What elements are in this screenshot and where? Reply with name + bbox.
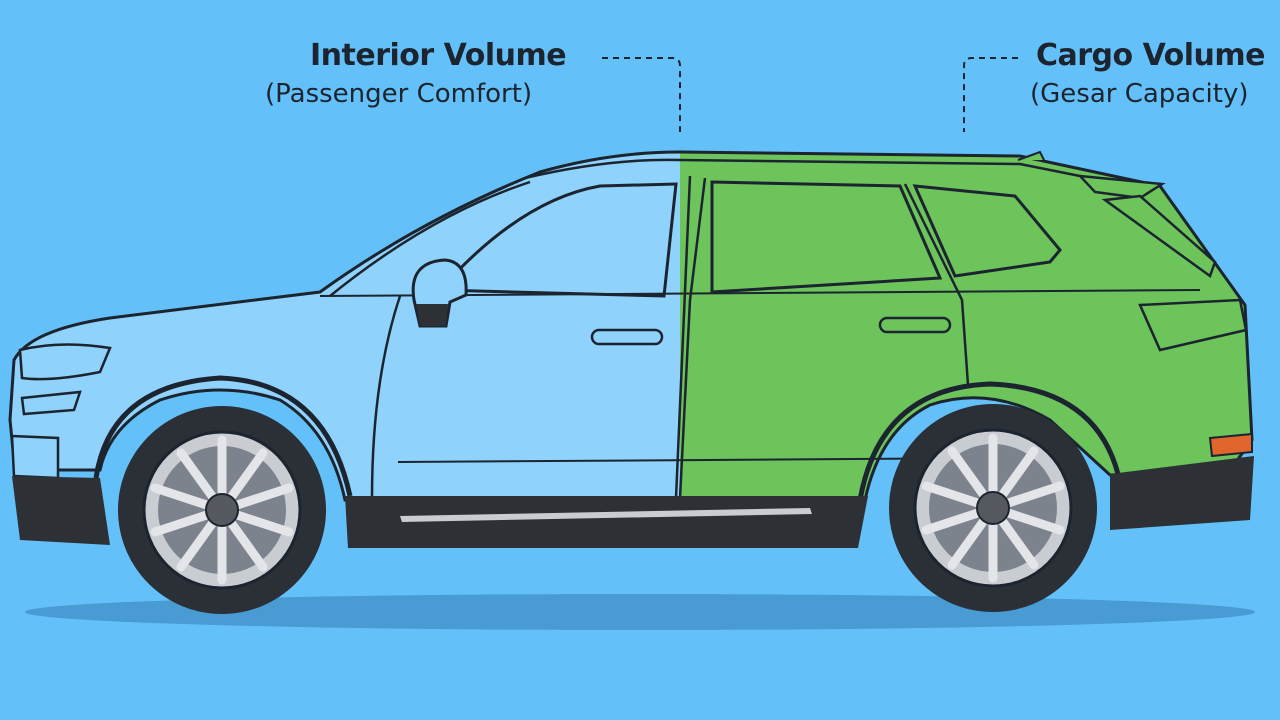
interior-volume-label: Interior Volume (Passenger Comfort) xyxy=(265,38,567,109)
rear-door-seam xyxy=(903,183,970,386)
rear-door-window xyxy=(710,180,943,294)
front-door-outline xyxy=(370,295,402,499)
interior-leader-line xyxy=(602,57,681,132)
front-window xyxy=(436,182,678,298)
rear-bumper xyxy=(1110,456,1254,530)
quarter-window xyxy=(912,184,1062,278)
b-pillar xyxy=(674,175,692,499)
interior-volume-subtitle: (Passenger Comfort) xyxy=(265,79,533,109)
front-wheel xyxy=(118,406,326,614)
interior-volume-title: Interior Volume xyxy=(310,38,567,73)
lower-body-trim xyxy=(12,476,110,545)
cargo-volume-title: Cargo Volume xyxy=(1036,38,1266,73)
front-vent-upper xyxy=(20,390,82,416)
ground-shadow xyxy=(25,594,1255,630)
rocker-panel xyxy=(345,496,868,548)
rocker-accent xyxy=(400,508,812,522)
rear-wheel xyxy=(889,404,1097,612)
mirror-base xyxy=(416,304,448,326)
rear-door-outline xyxy=(678,177,707,499)
cargo-volume-subtitle: (Gesar Capacity) xyxy=(1030,79,1249,109)
rear-wheel-arch xyxy=(857,381,1121,501)
taillight xyxy=(1138,298,1248,352)
roof-line xyxy=(524,158,1101,182)
rear-door-handle xyxy=(878,316,952,334)
roof-rail xyxy=(1017,150,1045,161)
windshield-edge xyxy=(329,180,531,297)
front-door-handle xyxy=(590,328,664,346)
front-wheel-arch xyxy=(93,375,353,497)
rear-reflector xyxy=(1208,432,1253,458)
headlight xyxy=(18,343,112,381)
front-vent-lower xyxy=(10,434,60,480)
cargo-volume-label: Cargo Volume (Gesar Capacity) xyxy=(1030,38,1266,109)
cargo-leader-line xyxy=(963,57,1018,132)
rear-glass xyxy=(1101,194,1217,278)
